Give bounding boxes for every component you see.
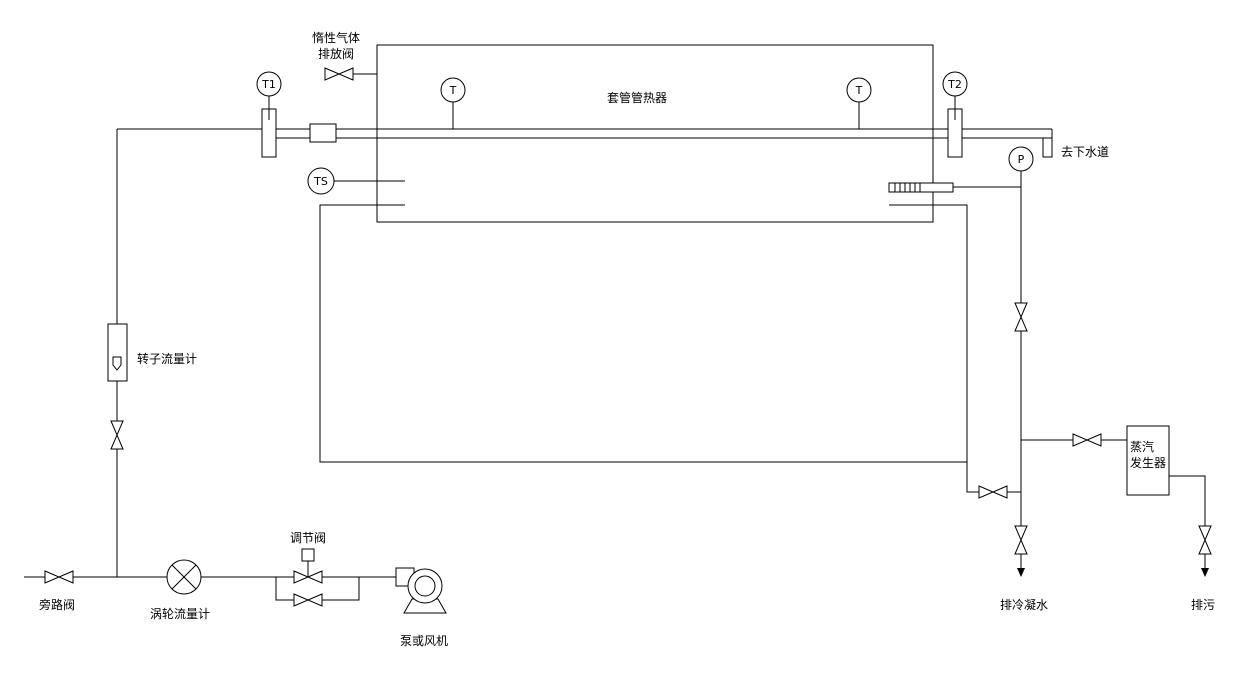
rotameter	[107, 323, 128, 382]
rotameter-label: 转子流量计	[137, 351, 197, 366]
t-left-label: T	[449, 84, 457, 97]
pump-or-fan-label: 泵或风机	[400, 634, 448, 648]
t-right-label: T	[855, 84, 863, 97]
blowdown-arrow	[1201, 568, 1209, 577]
sight-glass	[888, 182, 954, 193]
steam-gen-label-2: 发生器	[1130, 455, 1166, 470]
heat-exchanger-label: 套管管热器	[607, 90, 667, 105]
turbine-flowmeter	[166, 559, 202, 595]
drain-condensate-label: 排冷凝水	[1000, 597, 1048, 612]
drain-condensate-valve	[1014, 525, 1028, 555]
outlet-to-sewer-pipe	[1042, 129, 1053, 158]
p-label: P	[1018, 153, 1025, 166]
t2-instrument	[942, 71, 968, 97]
bypass-valve-label: 旁路阀	[39, 597, 75, 612]
t-instrument-right	[846, 77, 872, 103]
inert-gas-valve-label-1: 惰性气体	[312, 30, 360, 45]
inert-gas-vent-valve	[324, 67, 377, 81]
bypass-valve	[44, 570, 74, 584]
drain-arrow	[1017, 568, 1025, 577]
t-instrument-left	[440, 77, 466, 103]
to-sewer-label: 去下水道	[1061, 145, 1109, 159]
t1-instrument	[256, 71, 282, 97]
steam-gen-label-1: 蒸汽	[1130, 439, 1154, 454]
steam-generator	[1126, 425, 1170, 496]
rotameter-float	[112, 356, 122, 371]
control-valve-bypass	[293, 593, 323, 607]
control-valve-label: 调节阀	[290, 531, 326, 545]
blowdown-valve	[1198, 525, 1212, 555]
rotameter-valve	[110, 420, 124, 450]
control-valve	[293, 548, 323, 584]
t1-label: T1	[261, 78, 276, 91]
sight-glass-ticks	[894, 183, 921, 192]
tube-orifice	[309, 123, 337, 143]
steam-loop-pipe	[319, 204, 968, 463]
heat-exchanger-shell	[376, 44, 934, 223]
inner-tube	[117, 128, 1052, 139]
t2-label: T2	[947, 78, 962, 91]
pump-or-fan	[395, 567, 447, 614]
ts-label: TS	[313, 175, 328, 188]
steam-supply-valve	[1014, 302, 1028, 332]
turbine-flowmeter-label: 涡轮流量计	[150, 607, 210, 621]
blowdown-label: 排污	[1191, 598, 1215, 612]
inert-gas-valve-label-2: 排放阀	[318, 46, 354, 61]
condensate-valve	[978, 485, 1008, 499]
steam-generator-valve	[1072, 433, 1102, 447]
